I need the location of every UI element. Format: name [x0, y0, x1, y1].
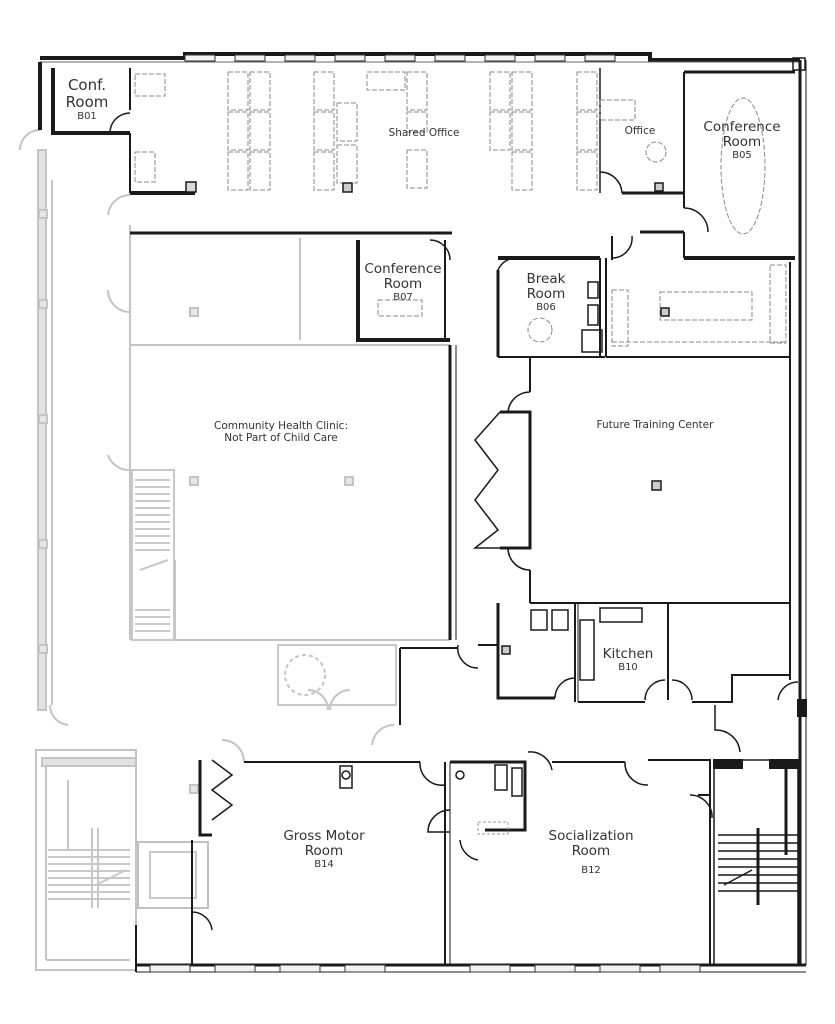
windows-top [184, 54, 616, 62]
room-code: B14 [314, 859, 334, 871]
room-code: B06 [536, 302, 556, 314]
exterior-light-walls [19, 129, 450, 971]
room-name: Conference [364, 261, 442, 277]
room-label-b14: Gross Motor Room B14 [283, 828, 365, 871]
room-name: Room [526, 286, 566, 303]
furniture [134, 71, 787, 347]
columns [342, 182, 670, 655]
room-name: Break [526, 271, 566, 287]
room-label-office: Office [624, 125, 656, 137]
stair-lower-left [48, 780, 130, 908]
room-code: B05 [732, 150, 752, 162]
room-label-b01: Conf. Room B01 [66, 77, 109, 122]
windows-bottom [149, 964, 701, 973]
stair-clinic [131, 469, 175, 641]
stair-right [718, 828, 798, 905]
room-label-b12: Socialization Room B12 [548, 828, 634, 877]
room-name: Conference [703, 119, 781, 135]
room-label-b06: Break Room B06 [526, 271, 566, 314]
room-name: Room [571, 843, 611, 860]
room-code: B07 [393, 292, 413, 304]
room-label-b05: Conference Room B05 [703, 119, 781, 162]
room-code: B12 [581, 865, 601, 877]
room-name: Room [722, 134, 762, 151]
room-label-b07: Conference Room B07 [364, 261, 442, 304]
room-name: Room [383, 276, 423, 293]
room-code: B10 [618, 662, 638, 674]
room-label-clinic: Community Health Clinic: Not Part of Chi… [214, 420, 348, 445]
room-label-b10: Kitchen B10 [602, 646, 654, 674]
room-name: Room [304, 843, 344, 860]
room-label-training: Future Training Center [596, 419, 714, 431]
room-name: Community Health Clinic: [214, 420, 348, 432]
fixtures [339, 281, 643, 797]
room-name: Conf. [67, 76, 107, 94]
room-label-shared-office: Shared Office [388, 127, 460, 139]
room-code: B01 [77, 110, 97, 122]
room-name: Kitchen [602, 646, 654, 662]
room-name: Not Part of Child Care [224, 431, 338, 444]
room-name: Gross Motor [283, 828, 365, 844]
interior-walls [38, 52, 807, 973]
room-name: Socialization [548, 828, 634, 844]
room-name: Room [65, 92, 109, 111]
